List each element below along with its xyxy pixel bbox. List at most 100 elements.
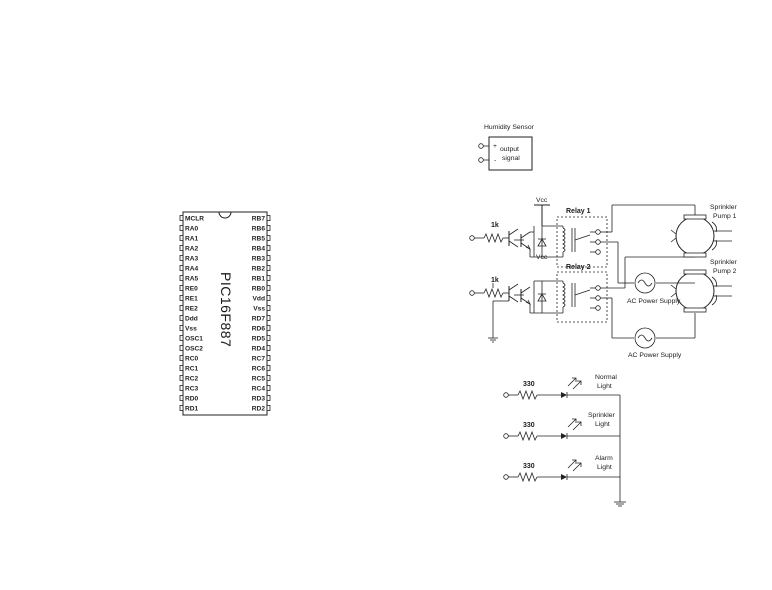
chip-left-pins: MCLRRA0RA1RA2RA3RA4RA5RE0RE1RE2DddVssOSC… [179, 215, 204, 412]
transistor-q1 [508, 228, 531, 250]
flyback-diode-2 [537, 281, 547, 313]
chip-pin-stub [266, 315, 271, 321]
chip-pin-label: RC0 [185, 355, 199, 362]
relay1-label: Relay 1 [566, 208, 591, 215]
indicator-row-sprinkler: 330 Sprinkler Light [503, 412, 620, 442]
sensor-terminal-minus [478, 157, 484, 163]
sprinkler-pump-2: Sprinkler Pump 2 [670, 259, 738, 313]
relay1-box [556, 216, 608, 268]
sensor-title: Humidity Sensor [484, 124, 535, 131]
chip-pin-label: RB4 [252, 245, 266, 252]
alarm-resistor-label: 330 [523, 463, 535, 470]
chip-pin-stub [179, 365, 184, 371]
chip-pin-stub [266, 365, 271, 371]
relay1-switch [574, 234, 591, 241]
chip-pin-label: RC3 [185, 385, 199, 392]
indicator-row-alarm: 330 Alarm Light [503, 455, 620, 483]
chip-pin-stub [179, 265, 184, 271]
chip-pin-stub [266, 345, 271, 351]
r1-label: 1k [491, 222, 499, 229]
normal-light-line2: Light [597, 383, 612, 390]
chip-pin-label: Vdd [253, 295, 265, 302]
chip-pin-label: RE2 [185, 305, 198, 312]
sensor-box [488, 136, 533, 171]
chip-pin-label: RA1 [185, 235, 199, 242]
r2-label: 1k [491, 277, 499, 284]
chip-pin-label: RE1 [185, 295, 198, 302]
chip-pin-label: RA2 [185, 245, 199, 252]
chip-pin-label: RA5 [185, 275, 199, 282]
chip-pin-label: RA3 [185, 255, 199, 262]
resistor-alarm [517, 471, 538, 483]
chip-pin-stub [266, 225, 271, 231]
normal-light-line1: Normal [595, 374, 617, 381]
pic-chip: MCLRRA0RA1RA2RA3RA4RA5RE0RE1RE2DddVssOSC… [179, 211, 271, 416]
chip-pin-stub [179, 295, 184, 301]
chip-pin-stub [179, 355, 184, 361]
chip-pin-stub [266, 265, 271, 271]
chip-pin-stub [179, 225, 184, 231]
chip-pin-stub [266, 305, 271, 311]
resistor-sprinkler [517, 430, 538, 442]
relay2-coil [562, 282, 566, 308]
chip-pin-stub [266, 285, 271, 291]
chip-pin-label: RC7 [252, 355, 266, 362]
pump1-label-line2: Pump 1 [713, 213, 737, 220]
chip-pin-label: RB1 [252, 275, 266, 282]
flyback-diode-1 [537, 226, 547, 257]
chip-pin-stub [179, 385, 184, 391]
pump2-label-line2: Pump 2 [713, 268, 737, 275]
sensor-label-line2: signal [502, 155, 520, 162]
chip-pin-stub [266, 235, 271, 241]
chip-pin-stub [266, 245, 271, 251]
chip-part-number: PIC16F887 [218, 272, 234, 347]
chip-pin-label: RB5 [252, 235, 266, 242]
chip-pin-label: RC6 [252, 365, 266, 372]
chip-pin-label: RA0 [185, 225, 199, 232]
sensor-plus: + [493, 143, 497, 150]
chip-pin-label: RD0 [185, 395, 199, 402]
chip-pin-label: RB3 [252, 255, 266, 262]
r2-resistor [483, 287, 504, 299]
chip-pin-label: Ddd [185, 315, 198, 322]
chip-pin-label: RC1 [185, 365, 199, 372]
chip-pin-label: OSC1 [185, 335, 203, 342]
chip-pin-label: MCLR [185, 215, 204, 222]
chip-pin-label: RB0 [252, 285, 266, 292]
chip-pin-stub [179, 245, 184, 251]
sprinkler-light-line1: Sprinkler [588, 412, 616, 419]
chip-pin-stub [179, 395, 184, 401]
chip-pin-stub [266, 295, 271, 301]
indicator-row-normal: 330 Normal Light [503, 374, 620, 401]
chip-pin-label: RA4 [185, 265, 199, 272]
normal-resistor-label: 330 [523, 381, 535, 388]
chip-pin-stub [266, 275, 271, 281]
chip-pin-label: RB6 [252, 225, 266, 232]
chip-body [182, 211, 268, 416]
chip-pin-stub [179, 405, 184, 411]
relay2-switch [574, 289, 591, 296]
chip-pin-label: RC2 [185, 375, 199, 382]
chip-pin-label: RD7 [252, 315, 266, 322]
chip-pin-label: RB7 [252, 215, 266, 222]
led-sprinkler [561, 433, 567, 439]
chip-pin-label: RB2 [252, 265, 266, 272]
pump1-label-line1: Sprinkler [710, 204, 738, 211]
chip-pin-stub [266, 215, 271, 221]
chip-pin-label: Vss [253, 305, 265, 312]
chip-pin-label: RD2 [252, 405, 266, 412]
chip-pin-label: OSC2 [185, 345, 203, 352]
chip-pin-stub [179, 235, 184, 241]
led-normal [561, 392, 567, 398]
sprinkler-light-line2: Light [595, 421, 610, 428]
humidity-sensor: Humidity Sensor + - output signal [478, 124, 535, 171]
ground-symbol-2 [614, 501, 626, 507]
chip-pin-stub [179, 275, 184, 281]
sensor-label-line1: output [500, 146, 519, 153]
chip-pin-stub [179, 285, 184, 291]
sprinkler-pump-1: Sprinkler Pump 1 [670, 204, 738, 258]
ac2-label: AC Power Supply [628, 352, 682, 359]
chip-right-pins: RB7RB6RB5RB4RB3RB2RB1RB0VddVssRD7RD6RD5R… [252, 215, 271, 412]
chip-pin-stub [266, 255, 271, 261]
